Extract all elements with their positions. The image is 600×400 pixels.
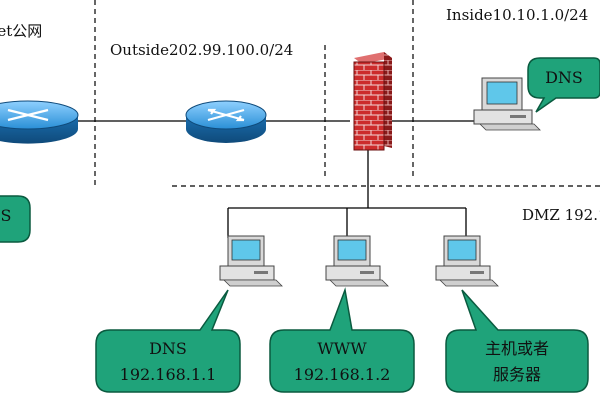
callout-left-partial-text: S <box>0 206 12 225</box>
computer-dmz-www <box>325 235 389 287</box>
callout-dmz-www <box>269 287 415 393</box>
callout-dmz-host-line1: 主机或者 <box>484 339 549 358</box>
callout-dmz-www-line1: WWW <box>317 339 367 358</box>
internet-label: Internet公网 <box>0 22 43 40</box>
computer-dmz-host <box>435 235 499 287</box>
router-internet <box>0 100 79 144</box>
callout-bubbles <box>0 57 600 393</box>
network-links <box>0 120 520 238</box>
computer-dmz-dns <box>219 235 283 287</box>
callout-inside-dns-text: DNS <box>545 68 583 87</box>
zone-dividers <box>94 0 600 187</box>
callout-dmz-dns-line2: 192.168.1.1 <box>119 365 217 384</box>
callout-dmz-www-line2: 192.168.1.2 <box>293 365 391 384</box>
callout-dmz-dns <box>95 289 241 393</box>
callout-dmz-host-line2: 服务器 <box>492 365 541 384</box>
firewall <box>353 52 392 151</box>
dmz-label: DMZ 192.168.1.0/24 <box>522 206 600 224</box>
router-outside <box>185 100 267 143</box>
outside-label: Outside202.99.100.0/24 <box>110 41 294 59</box>
callout-left-partial <box>0 195 31 243</box>
callout-dmz-dns-line1: DNS <box>149 339 187 358</box>
computer-inside-dns <box>473 77 541 131</box>
callout-dmz-host <box>445 289 589 393</box>
inside-label: Inside10.10.1.0/24 <box>446 6 589 24</box>
